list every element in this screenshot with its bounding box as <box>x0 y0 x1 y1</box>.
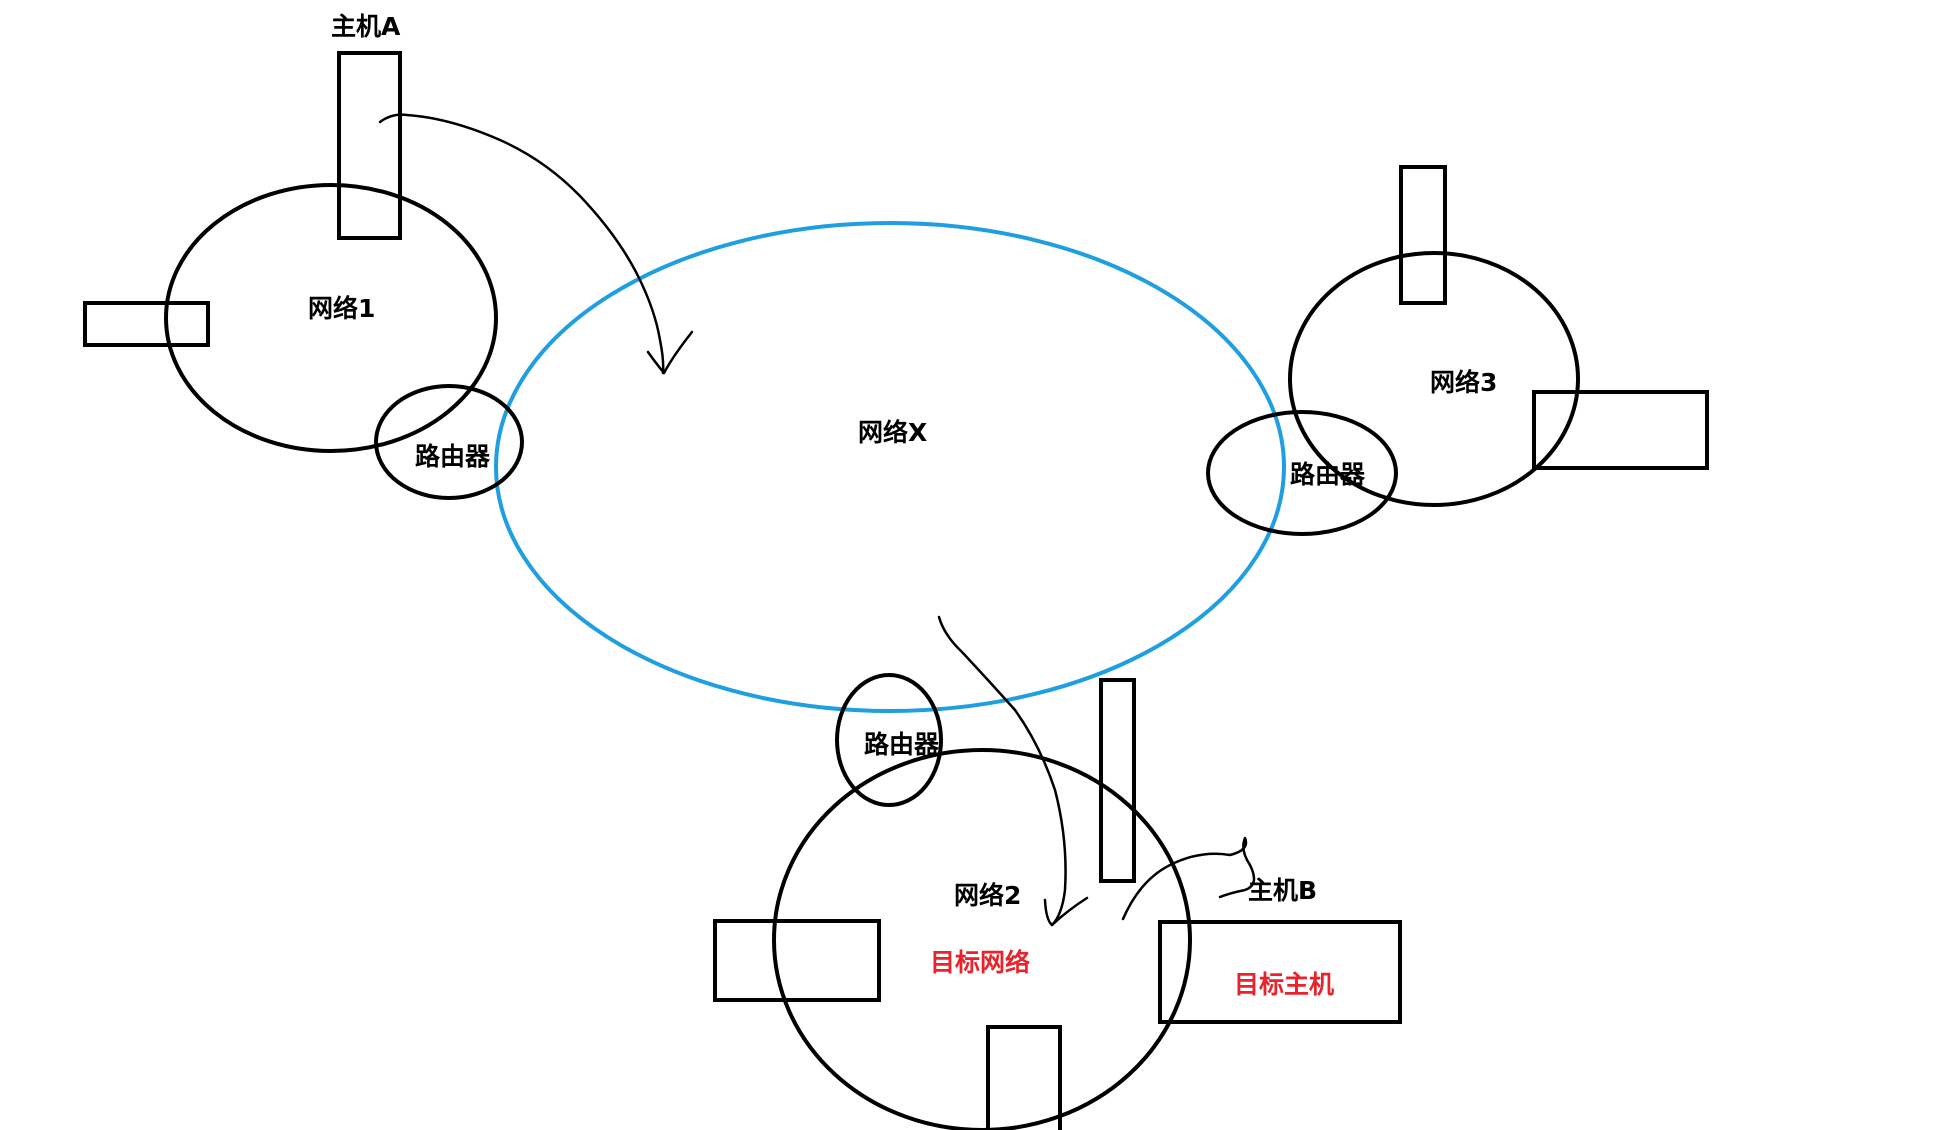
arrow-head-2 <box>1043 896 1089 927</box>
network-x-label: 网络X <box>858 418 928 447</box>
network-1-ellipse <box>164 183 498 453</box>
packet-path-arrow-2 <box>937 615 1067 927</box>
host-b-pointer <box>1121 836 1256 921</box>
network-2-host-box-top <box>1099 678 1136 883</box>
target-network-label: 目标网络 <box>930 948 1031 977</box>
router-3-ellipse <box>1206 410 1398 536</box>
arrow-head-1 <box>646 330 694 375</box>
network-2-host-box-bottom <box>986 1025 1062 1130</box>
router-2-label: 路由器 <box>864 730 940 759</box>
network-2-host-box-left <box>713 919 881 1002</box>
network-3-label: 网络3 <box>1430 368 1498 397</box>
router-3-label: 路由器 <box>1290 460 1366 489</box>
router-1-label: 路由器 <box>415 442 491 471</box>
packet-path-arrow-1 <box>378 113 665 375</box>
host-a-box <box>337 51 402 240</box>
host-b-label: 主机B <box>1248 876 1318 905</box>
network-2-ellipse <box>772 748 1192 1130</box>
target-host-label: 目标主机 <box>1234 970 1335 999</box>
target-host-box <box>1158 920 1402 1024</box>
router-1-ellipse <box>374 384 524 500</box>
network-3-host-box-right <box>1532 390 1709 470</box>
router-2-ellipse <box>835 673 943 807</box>
network-1-host-box <box>83 301 210 347</box>
network-3-ellipse <box>1288 251 1580 507</box>
network-1-label: 网络1 <box>308 294 376 323</box>
network-3-host-box-top <box>1399 165 1447 305</box>
host-a-label: 主机A <box>331 12 401 41</box>
network-x-ellipse <box>494 221 1286 713</box>
network-2-label: 网络2 <box>954 881 1022 910</box>
